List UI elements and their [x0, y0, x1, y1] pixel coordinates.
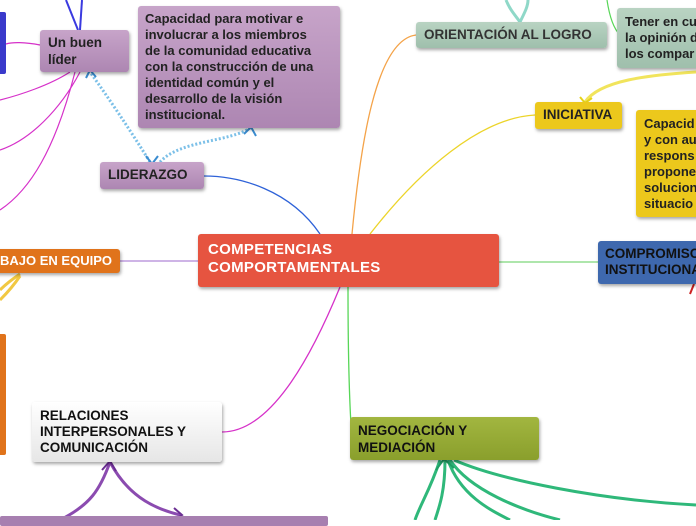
- node-iniciativa[interactable]: INICIATIVA: [535, 102, 622, 129]
- partial-node-orange[interactable]: [0, 334, 6, 455]
- partial-node-purple[interactable]: [0, 516, 328, 526]
- link-relaciones: [221, 286, 341, 433]
- node-orientacion-label: ORIENTACIÓN AL LOGRO: [424, 27, 592, 42]
- link-liderazgo-capacidad: [158, 126, 251, 164]
- partial-node-blue[interactable]: [0, 12, 6, 74]
- central-topic-label: COMPETENCIAS COMPORTAMENTALES: [208, 241, 381, 276]
- node-negociacion-label: NEGOCIACIÓN Y MEDIACIÓN: [358, 423, 468, 455]
- central-topic[interactable]: COMPETENCIAS COMPORTAMENTALES: [198, 234, 499, 287]
- node-relaciones-label: RELACIONES INTERPERSONALES Y COMUNICACIÓ…: [40, 408, 187, 455]
- node-liderazgo-desc-label: Capacidad para motivar e involucrar a lo…: [145, 11, 314, 122]
- node-iniciativa-desc-label: Capacid y con au respons propone solucio…: [644, 116, 696, 211]
- node-compromiso[interactable]: COMPROMISO INSTITUCIONAL: [598, 241, 696, 284]
- link-orientacion: [351, 34, 417, 235]
- node-buen-lider-label: Un buen líder: [48, 35, 102, 67]
- node-trabajo-equipo-label: BAJO EN EQUIPO: [0, 253, 112, 268]
- link-liderazgo: [203, 175, 321, 235]
- node-buen-lider[interactable]: Un buen líder: [40, 30, 129, 72]
- node-orientacion[interactable]: ORIENTACIÓN AL LOGRO: [416, 22, 607, 48]
- node-opinion[interactable]: Tener en cu la opinión d los compar: [617, 8, 696, 68]
- node-iniciativa-label: INICIATIVA: [543, 107, 613, 122]
- node-opinion-label: Tener en cu la opinión d los compar: [625, 14, 696, 61]
- node-iniciativa-desc[interactable]: Capacid y con au respons propone solucio…: [636, 110, 696, 217]
- node-compromiso-label: COMPROMISO INSTITUCIONAL: [605, 246, 696, 277]
- node-trabajo-equipo[interactable]: BAJO EN EQUIPO: [0, 249, 120, 273]
- node-negociacion[interactable]: NEGOCIACIÓN Y MEDIACIÓN: [350, 417, 539, 460]
- link-iniciativa: [369, 114, 536, 235]
- link-liderazgo-lider: [88, 71, 152, 163]
- node-liderazgo[interactable]: LIDERAZGO: [100, 162, 204, 189]
- node-relaciones[interactable]: RELACIONES INTERPERSONALES Y COMUNICACIÓ…: [32, 402, 222, 462]
- node-liderazgo-desc[interactable]: Capacidad para motivar e involucrar a lo…: [138, 6, 340, 128]
- node-liderazgo-label: LIDERAZGO: [108, 167, 188, 182]
